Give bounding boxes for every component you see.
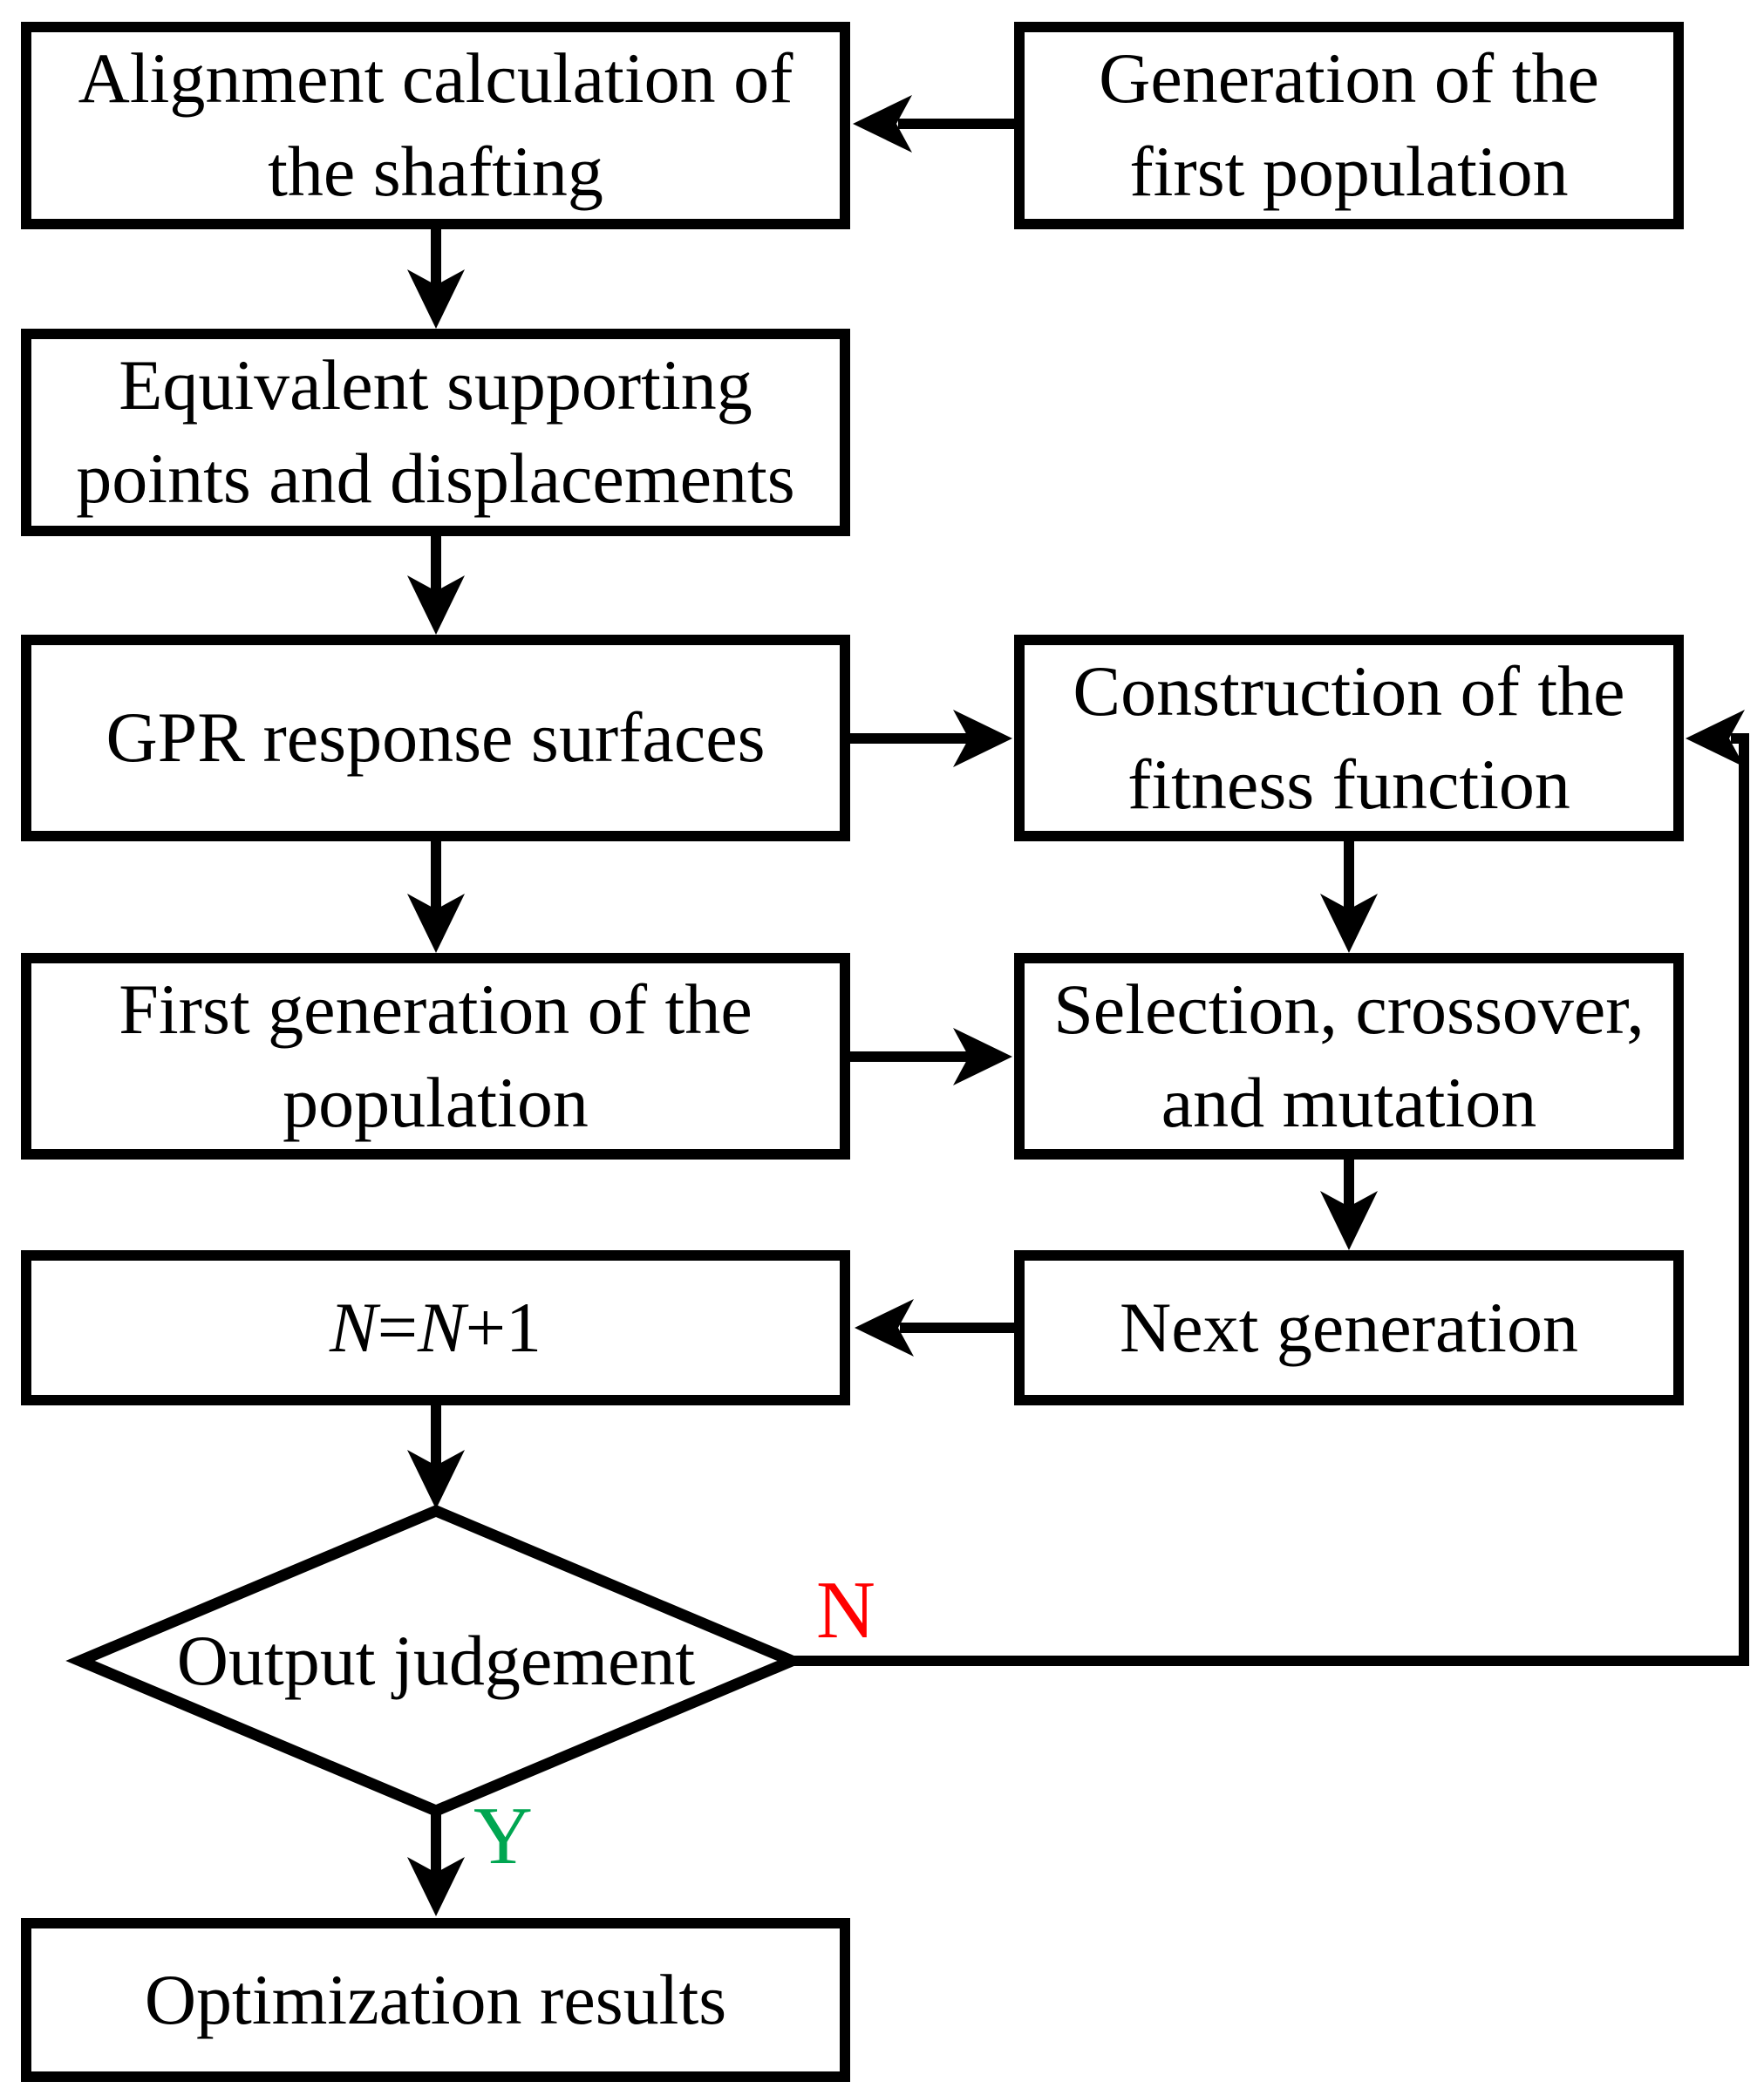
node-first-generation-population-label: First generation of the population <box>119 969 753 1142</box>
arrow-counter-to-judgement <box>407 1405 465 1509</box>
arrow-judgement-to-fitness-feedback <box>792 710 1749 1666</box>
node-alignment-calculation-label: Alignment calculation of the shafting <box>78 38 793 211</box>
node-next-generation-label: Next generation <box>1120 1287 1578 1367</box>
arrow-next-generation-to-counter <box>855 1299 1014 1357</box>
counter-n2: N <box>418 1287 466 1367</box>
node-counter-increment: N=N+1 <box>21 1250 850 1405</box>
node-next-generation: Next generation <box>1014 1250 1684 1405</box>
node-generation-first-population: Generation of the first population <box>1014 22 1684 229</box>
node-construction-fitness-function-label: Construction of the fitness function <box>1073 650 1625 824</box>
node-construction-fitness-function: Construction of the fitness function <box>1014 635 1684 841</box>
node-counter-increment-label: N=N+1 <box>330 1282 541 1375</box>
counter-n1: N <box>330 1287 378 1367</box>
node-selection-crossover-mutation-label: Selection, crossover, and mutation <box>1053 969 1645 1142</box>
branch-label-yes: Y <box>473 1791 533 1881</box>
node-gpr-response-surfaces-label: GPR response surfaces <box>106 697 766 778</box>
node-optimization-results: Optimization results <box>21 1918 850 2082</box>
node-first-generation-population: First generation of the population <box>21 953 850 1160</box>
node-equivalent-supporting-points: Equivalent supporting points and displac… <box>21 329 850 536</box>
arrow-judgement-to-results <box>407 1811 465 1916</box>
arrow-fitness-to-selection <box>1320 841 1378 953</box>
judgement-diamond <box>65 1504 807 1818</box>
node-optimization-results-label: Optimization results <box>144 1959 727 2039</box>
arrow-equivalent-to-gpr <box>407 536 465 635</box>
node-output-judgement-label: Output judgement <box>176 1621 696 1700</box>
node-equivalent-supporting-points-label: Equivalent supporting points and displac… <box>76 345 795 518</box>
node-generation-first-population-label: Generation of the first population <box>1099 38 1599 211</box>
arrow-first-generation-to-selection <box>850 1028 1012 1085</box>
branch-label-no: N <box>816 1565 875 1656</box>
arrow-gpr-to-fitness <box>850 710 1012 767</box>
arrow-generation-to-alignment <box>853 95 1014 153</box>
arrow-gpr-to-first-generation <box>407 841 465 953</box>
node-selection-crossover-mutation: Selection, crossover, and mutation <box>1014 953 1684 1160</box>
arrow-alignment-to-equivalent <box>407 229 465 329</box>
arrow-selection-to-next-generation <box>1320 1160 1378 1250</box>
counter-equals: = <box>377 1287 418 1367</box>
node-alignment-calculation: Alignment calculation of the shafting <box>21 22 850 229</box>
counter-plus-one: +1 <box>465 1287 541 1367</box>
node-gpr-response-surfaces: GPR response surfaces <box>21 635 850 841</box>
